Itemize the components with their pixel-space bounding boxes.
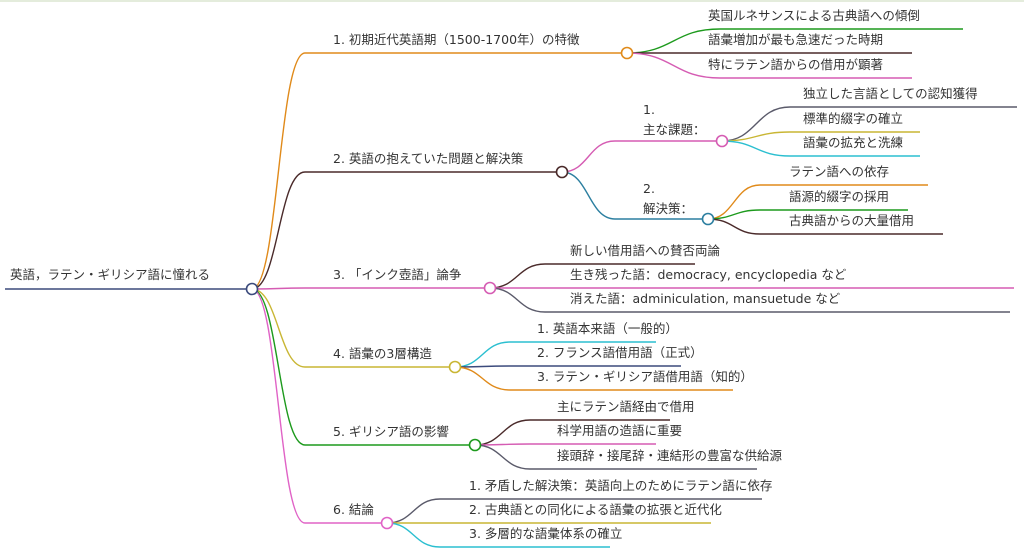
leaf-label[interactable]: 生き残った語：democracy, encyclopedia など [570, 267, 847, 282]
branch-node-b2[interactable] [555, 165, 569, 179]
leaf-connector [474, 444, 757, 470]
branch-node-b6[interactable] [380, 516, 394, 530]
leaf-connector [707, 184, 928, 220]
leaf-label[interactable]: 1. 矛盾した解決策：英語向上のためにラテン語に依存 [469, 478, 773, 493]
branch-connector-b4 [251, 288, 455, 368]
branch-label-b1[interactable]: 1. 初期近代英語期（1500-1700年）の特徴 [333, 32, 580, 47]
leaf-connector [474, 419, 670, 446]
leaf-label[interactable]: 主にラテン語経由で借用 [557, 399, 695, 414]
root-node[interactable] [245, 282, 259, 296]
leaf-label[interactable]: 標準的綴字の確立 [803, 111, 904, 126]
leaf-label[interactable]: 語源的綴字の採用 [789, 189, 890, 204]
branch-connector-b1 [251, 52, 627, 290]
sub-label-s2[interactable]: 解決策： [643, 201, 694, 216]
leaf-connector [489, 287, 1010, 313]
leaf-connector [721, 131, 920, 142]
leaf-label[interactable]: 接頭辞・接尾辞・連結形の豊富な供給源 [557, 448, 783, 463]
sub-number-s1: 1. [643, 102, 655, 117]
sub-connector-s2 [561, 171, 708, 220]
leaf-label[interactable]: 3. ラテン・ギリシア語借用語（知的） [537, 369, 753, 384]
leaf-label[interactable]: 新しい借用語への賛否両論 [570, 243, 721, 258]
branch-connector-b2 [251, 171, 562, 290]
leaf-label[interactable]: 特にラテン語からの借用が顕著 [708, 57, 884, 72]
leaf-connector [454, 341, 656, 368]
leaf-connector [707, 218, 943, 235]
leaf-label[interactable]: ラテン語への依存 [789, 164, 890, 179]
leaf-label[interactable]: 3. 多層的な語彙体系の確立 [469, 526, 623, 541]
branch-connector-b6 [251, 288, 387, 524]
branch-label-b2[interactable]: 2. 英語の抱えていた問題と解決策 [333, 151, 524, 166]
leaf-connector [626, 52, 912, 79]
leaf-connector [626, 28, 963, 54]
leaf-connector [721, 140, 920, 157]
sub-connector-s1 [561, 140, 722, 173]
branch-connector-b3 [251, 287, 490, 290]
branch-label-b4[interactable]: 4. 語彙の3層構造 [333, 346, 432, 361]
branch-node-b3[interactable] [483, 281, 497, 295]
leaf-label[interactable]: 英国ルネサンスによる古典語への傾倒 [708, 8, 920, 23]
sub-label-s1[interactable]: 主な課題： [643, 122, 706, 137]
sub-number-s2: 2. [643, 181, 655, 196]
branch-label-b5[interactable]: 5. ギリシア語の影響 [333, 424, 449, 439]
leaf-label[interactable]: 古典語からの大量借用 [789, 213, 915, 228]
leaf-connector [454, 366, 733, 391]
leaf-label[interactable]: 2. 古典語との同化による語彙の拡張と近代化 [469, 502, 722, 517]
leaf-connector [721, 106, 1017, 142]
branch-connector-b5 [251, 288, 475, 446]
leaf-label[interactable]: 2. フランス語借用語（正式） [537, 345, 703, 360]
branch-node-b1[interactable] [620, 46, 634, 60]
leaf-label[interactable]: 科学用語の造語に重要 [557, 423, 683, 438]
leaf-label[interactable]: 消えた語：adminiculation, mansuetude など [570, 291, 841, 306]
leaf-label[interactable]: 語彙増加が最も急速だった時期 [708, 32, 884, 47]
root-node-label[interactable]: 英語，ラテン・ギリシア語に憧れる [10, 267, 211, 282]
leaf-label[interactable]: 1. 英語本来語（一般的） [537, 321, 678, 336]
leaf-connector [707, 209, 908, 220]
branch-node-b5[interactable] [468, 438, 482, 452]
branch-node-b4[interactable] [448, 360, 462, 374]
leaf-connector [386, 522, 610, 548]
leaf-label[interactable]: 語彙の拡充と洗練 [803, 135, 904, 150]
leaf-connector [454, 365, 681, 368]
leaf-connector [489, 263, 695, 289]
leaf-connector [386, 498, 762, 524]
branch-label-b6[interactable]: 6. 結論 [333, 502, 374, 517]
sub-node-s1[interactable] [715, 134, 729, 148]
branch-label-b3[interactable]: 3. 「インク壺語」論争 [333, 267, 462, 282]
leaf-connector [474, 443, 656, 446]
sub-node-s2[interactable] [701, 212, 715, 226]
leaf-label[interactable]: 独立した言語としての認知獲得 [803, 86, 978, 101]
